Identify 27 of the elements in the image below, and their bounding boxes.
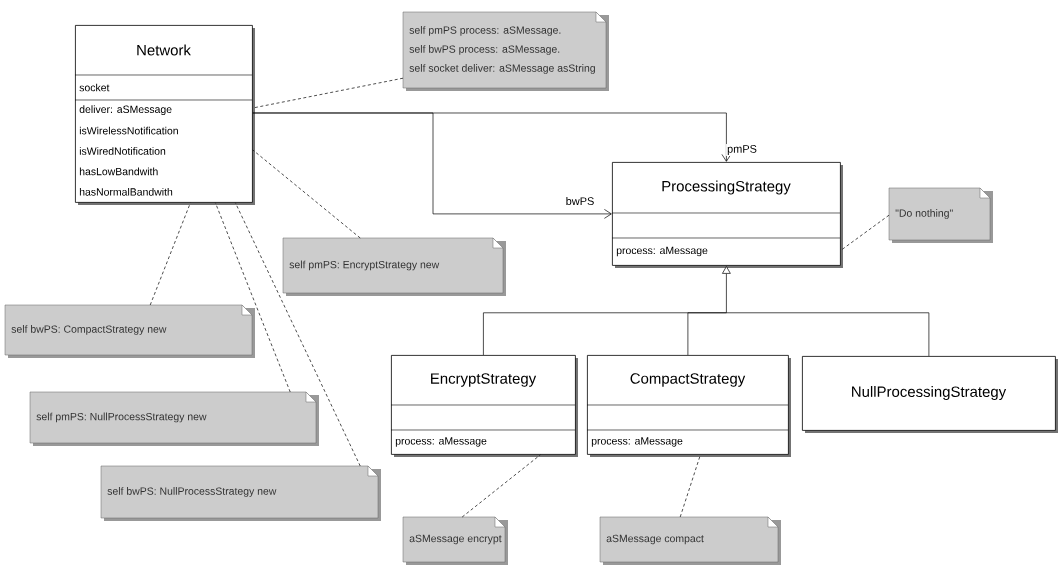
leader-line xyxy=(461,454,541,518)
leader-line xyxy=(149,202,191,306)
note-box: self pmPS: NullProcessStrategy new xyxy=(29,391,319,446)
note-box: self bwPS: NullProcessStrategy new xyxy=(100,465,381,521)
leader-line xyxy=(252,149,361,239)
class-box: CompactStrategy process: aMessage xyxy=(586,355,791,457)
leader-line xyxy=(215,202,291,393)
leader-line xyxy=(235,202,361,467)
edge-label: pmPS xyxy=(726,144,758,156)
association-arrow xyxy=(252,112,612,219)
generalization-arrow xyxy=(722,266,731,314)
edge-label: bwPS xyxy=(564,195,596,206)
leader-line xyxy=(252,77,404,109)
class-box: EncryptStrategy process: aMessage xyxy=(390,355,578,457)
leader-line xyxy=(679,454,701,518)
leader-line xyxy=(840,214,890,251)
generalization-line xyxy=(687,312,727,356)
class-box: ProcessingStrategy process: aMessage xyxy=(611,162,843,268)
note-box: aSMessage encrypt xyxy=(402,516,508,565)
note-box: self pmPS process: aSMessage. self bwPS process: aSMessage. self socket deliver: aSMessage asString xyxy=(402,11,609,91)
generalization-line xyxy=(726,312,930,357)
class-box: NullProcessingStrategy xyxy=(802,356,1058,433)
note-box: self bwPS: CompactStrategy new xyxy=(4,304,255,358)
note-box: self pmPS: EncryptStrategy new xyxy=(282,237,506,296)
note-box: aSMessage compact xyxy=(599,516,781,565)
note-box: "Do nothing" xyxy=(888,187,993,243)
class-box: Network socket deliver: aSMessage isWirelessNotification isWiredNotification hasLowBandwith hasNormalBandwith xyxy=(74,25,255,205)
